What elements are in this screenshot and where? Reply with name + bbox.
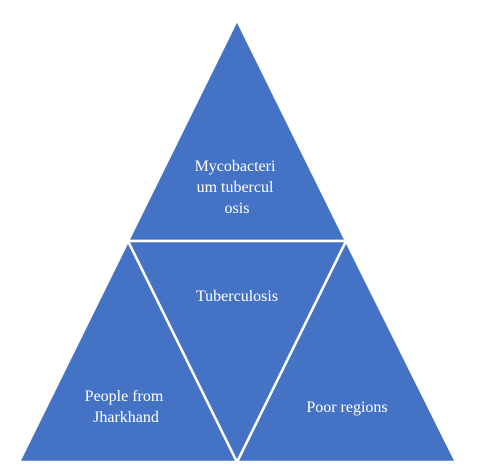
center-triangle <box>125 239 349 465</box>
top-label-line: Mycobacteri <box>195 158 276 175</box>
top-label-line: um tubercul <box>197 179 274 196</box>
bottom-left-label-line: People from <box>85 388 164 405</box>
top-label: Mycobacteri um tubercul osis <box>195 158 280 217</box>
bottom-left-label-line: Jharkhand <box>93 409 159 426</box>
top-label-line: osis <box>225 200 250 217</box>
bottom-right-label-line: Poor regions <box>306 399 387 416</box>
center-label: Tuberculosis <box>196 288 278 305</box>
bottom-right-label: Poor regions <box>306 399 387 416</box>
bottom-left-label: People from Jharkhand <box>85 388 168 426</box>
center-label-line: Tuberculosis <box>196 288 278 305</box>
